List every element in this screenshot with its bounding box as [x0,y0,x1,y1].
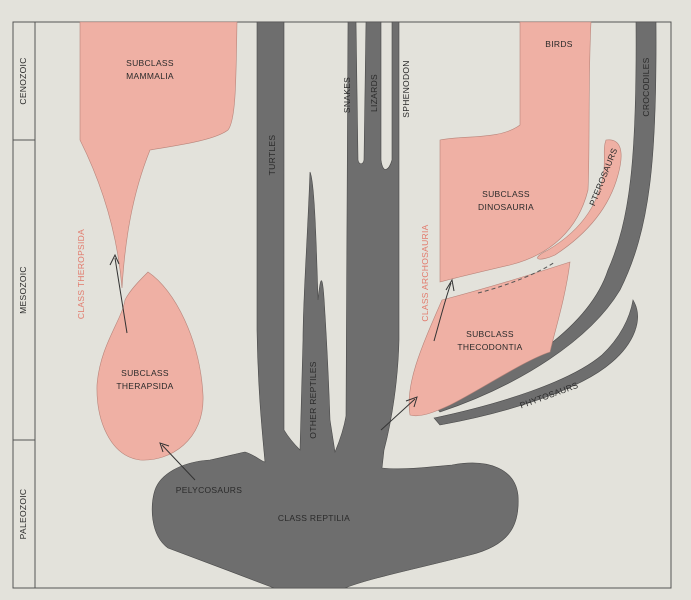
label-birds: BIRDS [545,39,573,49]
arrowhead-reptilia-to-thecodontia [405,396,418,408]
label-class-theropsida: CLASS THEROPSIDA [76,229,86,319]
reptile-lineages [151,21,657,589]
label-thecodontia-line1: SUBCLASS [466,329,514,339]
dashed-connection-line [477,261,556,294]
arrowhead-thecodontia-to-dinosauria [445,278,455,292]
era-label-mesozoic: MESOZOIC [18,266,28,314]
label-therapsida-line2: THERAPSIDA [116,381,173,391]
label-lizards: LIZARDS [369,74,379,112]
arrow-thecodontia-to-dinosauria [433,282,452,342]
label-class-reptilia: CLASS REPTILIA [278,513,350,523]
label-turtles: TURTLES [267,135,277,176]
arrow-reptilia-to-thecodontia [380,398,416,431]
reptilia-trunk-shape [151,21,519,589]
evolution-arrows [109,253,455,481]
era-label-paleozoic: PALEOZOIC [18,489,28,540]
crocodiles-branch-shape [433,21,657,413]
label-mammalia-line1: SUBCLASS [126,58,174,68]
label-therapsida-line1: SUBCLASS [121,368,169,378]
label-snakes: SNAKES [342,77,352,113]
label-thecodontia-line2: THECODONTIA [457,342,522,352]
arrowhead-pelycosaurs-to-therapsida [159,442,170,453]
label-other-reptiles: OTHER REPTILES [308,361,318,438]
arrow-therapsida-to-mammalia [114,257,128,334]
dinosauria-birds-shape [439,21,592,283]
era-label-cenozoic: CENOZOIC [18,57,28,104]
label-crocodiles: CROCODILES [641,57,651,116]
arrow-pelycosaurs-to-therapsida [161,444,196,481]
pink-lineages [79,21,622,461]
label-pelycosaurs: PELYCOSAURS [176,485,242,495]
label-mammalia-line2: MAMMALIA [126,71,174,81]
label-sphenodon: SPHENODON [401,60,411,118]
therapsida-shape [96,271,204,461]
arrowhead-therapsida-to-mammalia [109,253,120,266]
mammalia-shape [79,21,238,289]
label-dinosauria-line2: DINOSAURIA [478,202,534,212]
label-dinosauria-line1: SUBCLASS [482,189,530,199]
thecodontia-shape [408,261,571,417]
pterosaurs-shape [537,139,622,260]
label-class-archosauria: CLASS ARCHOSAURIA [420,224,430,321]
phytosaurs-branch-shape [433,299,638,426]
